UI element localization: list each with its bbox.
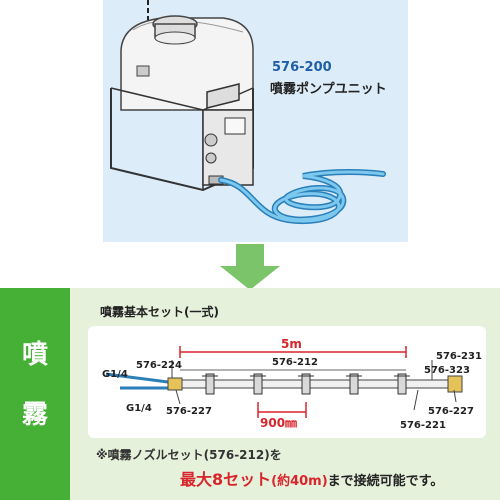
note-connectable-text: まで接続可能です。	[327, 474, 444, 489]
note-line-1: ※噴霧ノズルセット(576-212)を	[96, 448, 282, 462]
note-line-2: 最大8セット(約40m)まで接続可能です。	[180, 466, 443, 490]
thread-size-bottom-label: G1/4	[126, 403, 152, 414]
note-max-sets: 最大8セット	[180, 470, 272, 489]
pump-unit-name: 噴霧ポンプユニット	[270, 82, 387, 97]
basic-set-title: 噴霧基本セット(一式)	[100, 305, 219, 319]
spray-side-label-bar: 噴 霧	[0, 288, 70, 500]
part-576-212-label: 576-212	[272, 357, 318, 368]
part-576-323-label: 576-323	[424, 365, 470, 376]
part-576-227-right-label: 576-227	[428, 406, 474, 417]
part-576-227-left-label: 576-227	[166, 406, 212, 417]
side-label-char-2: 霧	[21, 400, 48, 430]
part-576-224-label: 576-224	[136, 360, 182, 371]
span-5m-label: 5m	[281, 337, 302, 351]
pitch-900mm-label: 900㎜	[260, 416, 298, 430]
pump-part-number: 576-200	[272, 60, 332, 75]
part-576-221-label: 576-221	[400, 420, 446, 431]
part-576-231-label: 576-231	[436, 351, 482, 362]
thread-size-top-label: G1/4	[102, 369, 128, 380]
down-arrow-icon	[220, 244, 280, 290]
side-label-char-1: 噴	[21, 340, 48, 370]
pump-unit-drawing	[110, 0, 386, 224]
note-approx-length: (約40m)	[271, 474, 328, 489]
pump-illustration-panel	[103, 0, 408, 242]
nozzle-pipe-diagram	[105, 346, 463, 418]
